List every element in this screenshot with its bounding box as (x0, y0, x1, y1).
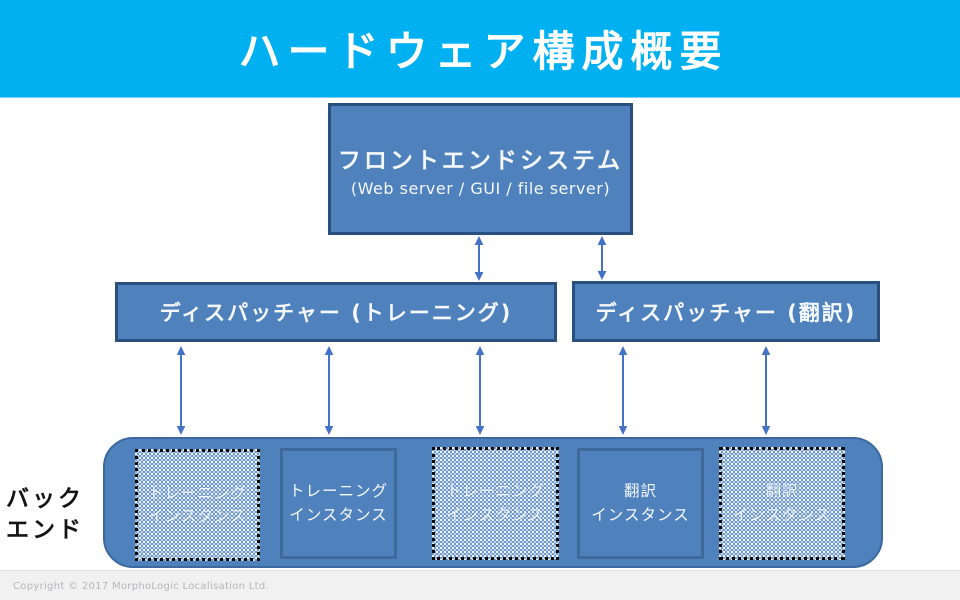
backend-label-line2: エンド (6, 517, 84, 543)
double-arrow-frontend-dispatcher-training (474, 236, 484, 281)
instance-label-line1: トレーニング (445, 482, 545, 501)
backend-label-line1: バック (6, 486, 84, 512)
double-arrow-backend-5 (761, 346, 771, 435)
translation-instance-box-2: 翻訳 インスタンス (719, 447, 845, 560)
translation-instance-box-1: 翻訳 インスタンス (577, 448, 704, 559)
double-arrow-backend-2 (324, 346, 334, 435)
double-arrow-frontend-dispatcher-translation (597, 236, 607, 280)
instance-label-line2: インスタンス (732, 505, 832, 524)
dispatcher-translation-label: ディスパッチャー (翻訳) (595, 300, 857, 325)
double-arrow-backend-3 (475, 346, 485, 435)
frontend-system-subtitle: (Web server / GUI / file server) (350, 178, 611, 198)
backend-container: トレーニング インスタンス トレーニング インスタンス トレーニング インスタン… (103, 437, 883, 568)
double-arrow-backend-1 (176, 346, 186, 435)
frontend-system-title: フロントエンドシステム (337, 147, 624, 174)
instance-label-line1: 翻訳 (765, 482, 799, 501)
page-title: ハードウェア構成概要 (238, 27, 729, 76)
dispatcher-translation-box: ディスパッチャー (翻訳) (572, 281, 880, 342)
instance-label-line2: インスタンス (289, 505, 388, 524)
frontend-system-box: フロントエンドシステム (Web server / GUI / file ser… (328, 103, 633, 235)
footer-band: Copyright © 2017 MorphoLogic Localisatio… (0, 570, 960, 600)
header-band: ハードウェア構成概要 (0, 0, 960, 98)
instance-label-line2: インスタンス (148, 507, 247, 525)
dispatcher-training-box: ディスパッチャー (トレーニング) (115, 282, 557, 342)
copyright-text: Copyright © 2017 MorphoLogic Localisatio… (13, 580, 270, 592)
dispatcher-training-label: ディスパッチャー (トレーニング) (159, 301, 513, 325)
instance-label-line1: トレーニング (147, 483, 247, 502)
instance-label-line1: 翻訳 (623, 482, 657, 501)
instance-label-line1: トレーニング (288, 482, 388, 501)
backend-side-label: バック エンド (6, 484, 98, 546)
training-instance-box-3: トレーニング インスタンス (432, 447, 559, 560)
instance-label-line2: インスタンス (446, 505, 545, 524)
training-instance-box-1: トレーニング インスタンス (135, 449, 260, 561)
training-instance-box-2: トレーニング インスタンス (280, 448, 397, 559)
double-arrow-backend-4 (618, 346, 628, 435)
instance-label-line2: インスタンス (591, 505, 690, 524)
